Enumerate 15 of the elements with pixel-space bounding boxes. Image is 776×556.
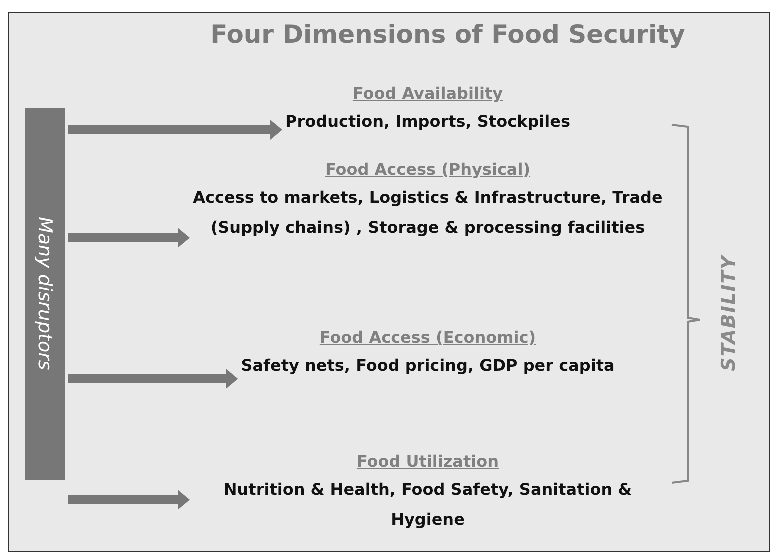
arrow xyxy=(68,369,238,389)
dimension-heading: Food Access (Physical) xyxy=(325,160,531,179)
stability-label: STABILITY xyxy=(718,255,740,372)
arrow xyxy=(68,228,190,248)
arrow xyxy=(68,120,283,140)
dimension-description: Production, Imports, Stockpiles xyxy=(286,111,570,133)
dimension-description: Safety nets, Food pricing, GDP per capita xyxy=(241,355,615,377)
dimension-description: Access to markets, Logistics & Infrastructure, Trade (Supply chains) , Storage & processing facilities xyxy=(193,187,663,239)
disruptor-bar: Many disruptors xyxy=(25,108,65,480)
title: Four Dimensions of Food Security xyxy=(210,20,686,49)
dimension-description: Nutrition & Health, Food Safety, Sanitation & Hygiene xyxy=(222,479,634,531)
arrow xyxy=(68,490,190,510)
dimension-heading: Food Utilization xyxy=(356,452,499,471)
dimension-heading: Food Access (Economic) xyxy=(320,328,536,347)
dimension-heading: Food Availability xyxy=(352,84,504,103)
